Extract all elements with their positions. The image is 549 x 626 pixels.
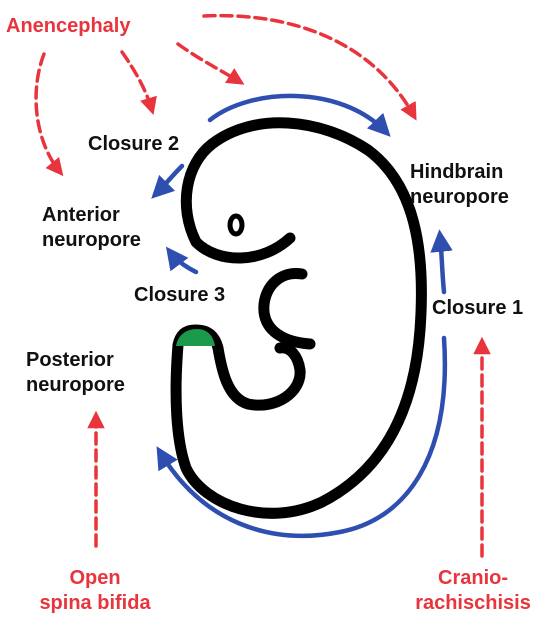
craniorachischisis-line-2: rachischisis <box>406 591 540 616</box>
pharyngeal-arch-outline <box>264 273 310 344</box>
open-spina-bifida-line-2: spina bifida <box>30 591 160 616</box>
anterior-neuropore-line-1: Anterior <box>42 203 141 228</box>
hindbrain-neuropore-line-1: Hindbrain <box>410 160 509 185</box>
posterior-neuropore-line-1: Posterior <box>26 348 125 373</box>
embryo-body-outline <box>176 123 421 514</box>
embryo-outline <box>176 123 421 514</box>
anencephaly-arrow-closure-2 <box>122 52 152 110</box>
closure-2-anterior-arrow <box>156 166 182 194</box>
hindbrain-neuropore-label: Hindbrain neuropore <box>410 160 509 210</box>
open-spina-bifida-line-1: Open <box>30 566 160 591</box>
closure-1-label: Closure 1 <box>432 296 523 321</box>
anencephaly-arrow-hindbrain <box>204 16 414 116</box>
anencephaly-arrow-middle <box>178 44 240 82</box>
craniorachischisis-line-1: Cranio- <box>406 566 540 591</box>
craniorachischisis-label: Cranio- rachischisis <box>406 566 540 616</box>
closure-3-arrow <box>170 252 196 272</box>
eye-outline <box>230 216 242 234</box>
posterior-neuropore-line-2: neuropore <box>26 373 125 398</box>
closure-3-label: Closure 3 <box>134 283 225 308</box>
posterior-neuropore-label: Posterior neuropore <box>26 348 125 398</box>
open-spina-bifida-label: Open spina bifida <box>30 566 160 616</box>
anencephaly-label: Anencephaly <box>6 14 130 39</box>
anencephaly-arrow-left <box>36 54 60 172</box>
closure-1-up-arrow <box>440 236 444 292</box>
anterior-neuropore-label: Anterior neuropore <box>42 203 141 253</box>
closure-2-label: Closure 2 <box>88 132 179 157</box>
hindbrain-neuropore-line-2: neuropore <box>410 185 509 210</box>
anterior-neuropore-line-2: neuropore <box>42 228 141 253</box>
